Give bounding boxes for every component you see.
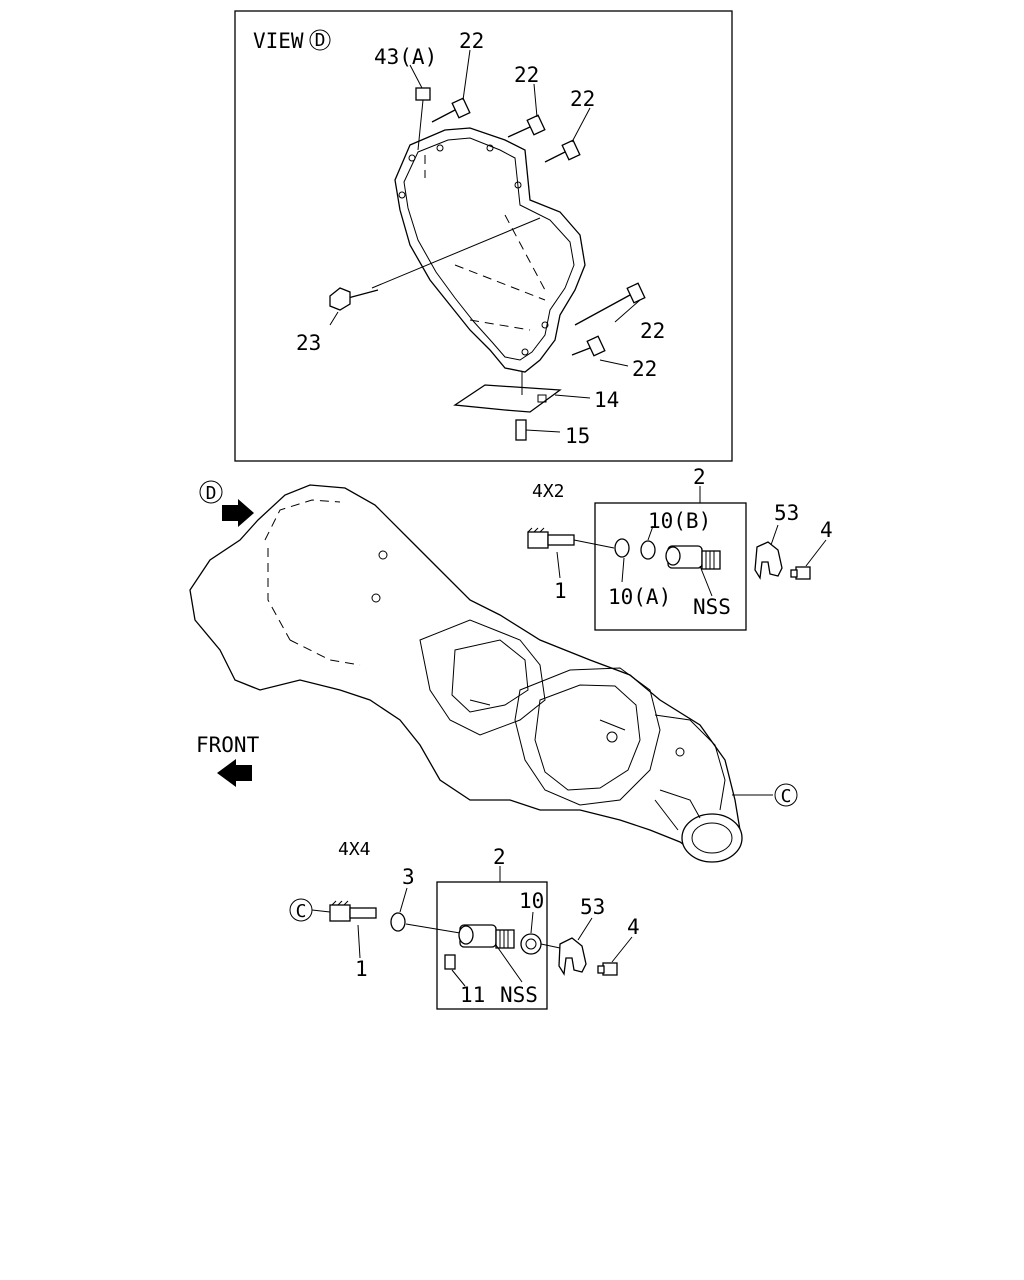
callout-22b: 22 xyxy=(514,63,539,87)
callout-x4-nss: NSS xyxy=(500,983,538,1007)
plate-14 xyxy=(453,372,562,413)
x4-seal-10 xyxy=(520,933,542,955)
bolt-22-c xyxy=(544,139,581,163)
callout-22d: 22 xyxy=(640,319,665,343)
arrow-left-icon xyxy=(217,759,252,787)
callout-x2-nss: NSS xyxy=(693,595,731,619)
bolt-22-e xyxy=(571,335,606,357)
x2-kit-box xyxy=(594,502,747,631)
ref-c2: C xyxy=(296,901,307,922)
ref-d-circle xyxy=(199,480,223,504)
nut-43a xyxy=(415,87,431,101)
x2-oring-10b xyxy=(640,540,656,560)
callout-x4-10: 10 xyxy=(519,889,544,913)
callout-x4-11: 11 xyxy=(460,983,485,1007)
x2-bolt-4 xyxy=(795,566,811,580)
callout-x2-1: 1 xyxy=(554,579,567,603)
section-4x4: 4X4 2 C 1 3 10 NSS 11 xyxy=(289,839,640,1010)
x4-bolt-4 xyxy=(602,962,618,976)
view-ref: D xyxy=(315,30,326,51)
ref-c: C xyxy=(781,786,792,807)
callout-x4-3: 3 xyxy=(402,865,415,889)
callout-x2-2: 2 xyxy=(693,465,706,489)
callout-x4-2: 2 xyxy=(493,845,506,869)
callout-43a: 43(A) xyxy=(374,45,437,69)
x2-sleeve-nss xyxy=(665,545,721,570)
x2-drive-gear xyxy=(527,527,615,549)
clutch-housing xyxy=(371,127,586,373)
bolt-15 xyxy=(515,419,561,441)
arrow-right-icon xyxy=(222,499,254,527)
bolt-22-a xyxy=(431,97,471,123)
ref-d: D xyxy=(206,483,217,504)
x4-screw-11 xyxy=(444,954,456,970)
callout-x2-10b: 10(B) xyxy=(648,509,711,533)
transmission-assembly xyxy=(189,484,773,863)
ref-c-circle xyxy=(774,783,798,807)
view-label: VIEW xyxy=(253,29,304,53)
callout-14: 14 xyxy=(594,388,619,412)
view-d-frame xyxy=(234,10,733,462)
callout-x4-4: 4 xyxy=(627,915,640,939)
view-ref-circle xyxy=(309,29,331,51)
x4-retainer-53 xyxy=(558,937,587,976)
x4-drive-gear xyxy=(329,900,377,922)
callout-x2-53: 53 xyxy=(774,501,799,525)
callout-x4-1: 1 xyxy=(355,957,368,981)
x4-sleeve-nss xyxy=(458,924,515,949)
callout-x2-4: 4 xyxy=(820,518,833,542)
callout-x2-10a: 10(A) xyxy=(608,585,671,609)
section-4x4-label: 4X4 xyxy=(338,839,371,860)
view-d-panel: VIEW D xyxy=(234,10,733,462)
x4-oring-3 xyxy=(390,912,406,932)
bolt-22-b xyxy=(507,114,546,138)
callout-22c: 22 xyxy=(570,87,595,111)
callout-23: 23 xyxy=(296,331,321,355)
callout-22e: 22 xyxy=(632,357,657,381)
section-4x2-label: 4X2 xyxy=(532,481,565,502)
section-4x2: 4X2 2 1 10(A) 10(B) NSS 53 4 xyxy=(527,465,833,631)
bolt-22-d xyxy=(574,282,646,326)
bolt-23 xyxy=(329,287,379,311)
callout-15: 15 xyxy=(565,424,590,448)
output-flange xyxy=(681,813,743,863)
x2-oring-10a xyxy=(614,538,630,558)
front-label: FRONT xyxy=(196,733,260,757)
callout-22a: 22 xyxy=(459,29,484,53)
arrow-d: D xyxy=(199,480,254,527)
callout-x4-53: 53 xyxy=(580,895,605,919)
x2-retainer-53 xyxy=(754,541,783,580)
